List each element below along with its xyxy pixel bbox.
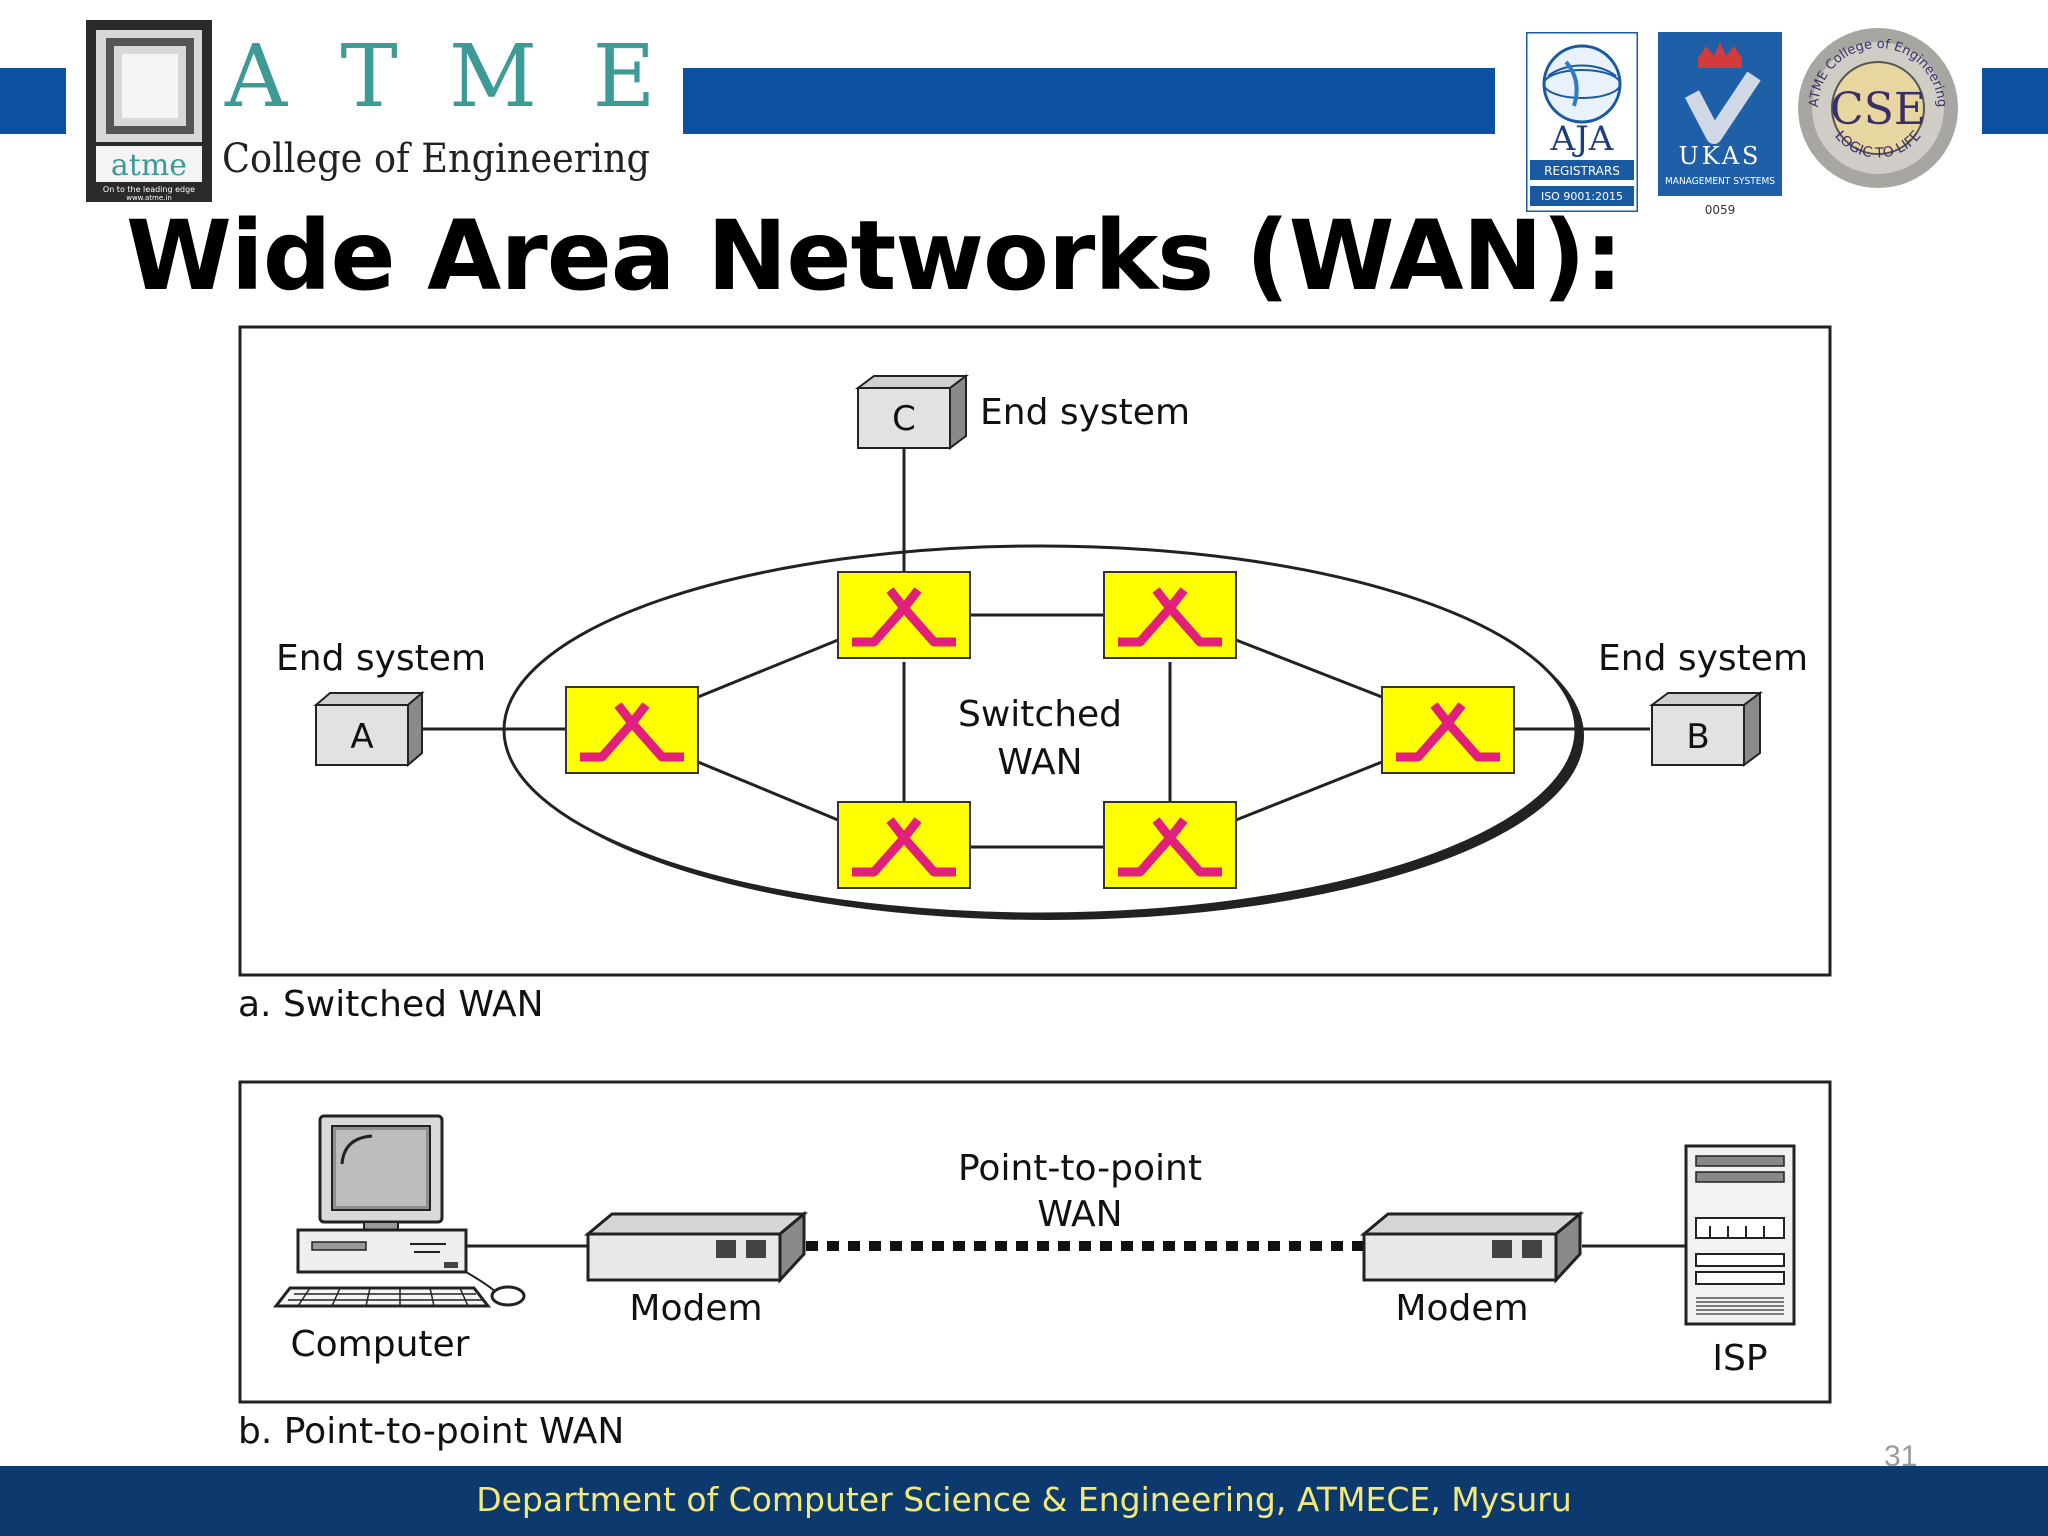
ukas-cert-logo: UKAS MANAGEMENT SYSTEMS 0059	[1658, 32, 1782, 217]
ukas-sub: MANAGEMENT SYSTEMS	[1665, 176, 1775, 187]
aja-sub: REGISTRARS	[1544, 164, 1620, 178]
wordmark-letter-t: T	[340, 30, 397, 127]
end-system-b-label: B	[1686, 717, 1709, 757]
end-system-c: C	[855, 374, 969, 450]
end-system-label-b: End system	[1598, 638, 1808, 679]
cse-center: CSE	[1830, 84, 1926, 135]
wordmark-letter-a: A	[224, 30, 288, 127]
end-system-label-a: End system	[276, 638, 486, 679]
logo-badge-text: atme	[111, 148, 187, 183]
computer-label: Computer	[291, 1324, 470, 1365]
end-system-a: A	[313, 690, 425, 768]
switched-wan-label-line1: Switched	[958, 694, 1122, 735]
modem-icon	[583, 1210, 809, 1284]
college-name: College of Engineering	[222, 136, 650, 182]
college-wordmark: A T M E College of Engineering	[222, 30, 656, 182]
cse-dept-logo: ATME College of Engineering LOGIC TO LIF…	[1798, 28, 1958, 188]
modem-left-label: Modem	[629, 1288, 762, 1329]
footer-text: Department of Computer Science & Enginee…	[476, 1480, 1572, 1519]
switched-wan-label-line2: WAN	[997, 742, 1082, 783]
wordmark-letter-m: M	[449, 30, 537, 127]
slide-number: 31	[1884, 1440, 1918, 1473]
header-bar-middle	[683, 68, 1495, 134]
wordmark-letter-e: E	[593, 30, 656, 127]
end-system-a-label: A	[350, 717, 373, 757]
aja-iso: ISO 9001:2015	[1541, 190, 1623, 203]
end-system-b: B	[1649, 691, 1763, 767]
footer-bar	[0, 1466, 2048, 1536]
p2p-wan-frame	[238, 1080, 1832, 1404]
header-bar-right	[1982, 68, 2048, 134]
end-system-label-c: End system	[980, 392, 1190, 433]
p2p-wan-caption: b. Point-to-point WAN	[238, 1411, 624, 1452]
computer-icon	[272, 1114, 526, 1308]
end-system-c-label: C	[892, 399, 916, 439]
p2p-wan-label-line2: WAN	[1037, 1194, 1122, 1235]
modem-right-label: Modem	[1395, 1288, 1528, 1329]
logo-url: www.atme.in	[126, 194, 172, 202]
switched-wan-caption: a. Switched WAN	[238, 984, 544, 1025]
header-bar-left	[0, 68, 66, 134]
college-logo: atme On to the leading edge www.atme.in	[86, 20, 212, 202]
aja-name: AJA	[1550, 119, 1614, 159]
logo-tagline: On to the leading edge	[103, 185, 195, 194]
switched-wan-diagram: C A B End system End system End system S…	[238, 325, 1832, 1025]
p2p-wan-label-line1: Point-to-point	[958, 1148, 1202, 1189]
isp-label: ISP	[1712, 1338, 1767, 1379]
ukas-code: 0059	[1705, 203, 1736, 217]
point-to-point-wan-diagram: Point-to-point WAN Computer Modem Modem …	[238, 1080, 1832, 1452]
isp-server-icon	[1684, 1144, 1796, 1326]
slide-title: Wide Area Networks (WAN):	[126, 200, 1623, 312]
ukas-name: UKAS	[1679, 142, 1762, 170]
aja-cert-logo: AJA REGISTRARS ISO 9001:2015	[1526, 32, 1638, 212]
modem-icon	[1359, 1210, 1585, 1284]
